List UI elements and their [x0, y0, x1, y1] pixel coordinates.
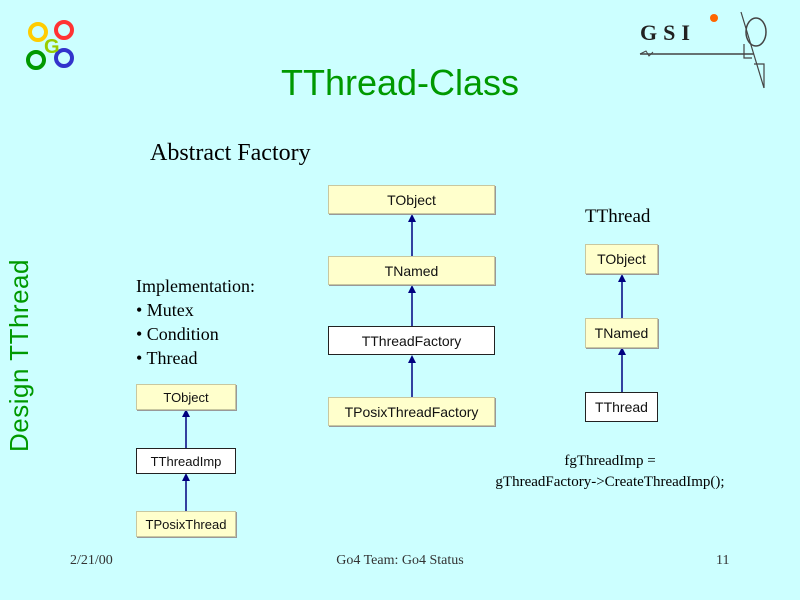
implementation-heading: Implementation:: [136, 276, 255, 296]
subtitle: Abstract Factory: [150, 140, 311, 166]
list-item: • Mutex: [136, 300, 194, 320]
class-box-tthread: TThread: [585, 392, 658, 422]
class-box-tobject-right: TObject: [585, 244, 658, 274]
footer-date: 2/21/00: [70, 553, 113, 568]
page-number: 11: [716, 553, 730, 568]
class-box-tnamed: TNamed: [328, 256, 495, 285]
class-box-tnamed-right: TNamed: [585, 318, 658, 348]
class-box-tobject: TObject: [328, 185, 495, 214]
class-box-tposixthread: TPosixThread: [136, 511, 236, 537]
implementation-list: • Mutex • Condition • Thread: [136, 298, 255, 370]
code-line: gThreadFactory->CreateThreadImp();: [495, 474, 725, 490]
code-snippet: fgThreadImp = gThreadFactory->CreateThre…: [460, 451, 760, 493]
gsi-logo: GSI: [639, 11, 767, 89]
list-item: • Condition: [136, 324, 219, 344]
class-box-tthreadfactory: TThreadFactory: [328, 326, 495, 355]
footer-center: Go4 Team: Go4 Status: [336, 553, 464, 568]
implementation-block: Implementation: • Mutex • Condition • Th…: [136, 274, 255, 370]
list-item: • Thread: [136, 348, 198, 368]
class-box-tthreadimp: TThreadImp: [136, 448, 236, 474]
go4-logo: G: [26, 20, 74, 70]
tthread-heading: TThread: [585, 206, 651, 227]
code-line: fgThreadImp =: [564, 453, 656, 469]
svg-text:GSI: GSI: [640, 20, 696, 45]
svg-text:G: G: [44, 36, 60, 58]
slide-title: TThread-Class: [280, 62, 520, 103]
class-box-tposixthreadfactory: TPosixThreadFactory: [328, 397, 495, 426]
class-box-tobject-left: TObject: [136, 384, 236, 410]
